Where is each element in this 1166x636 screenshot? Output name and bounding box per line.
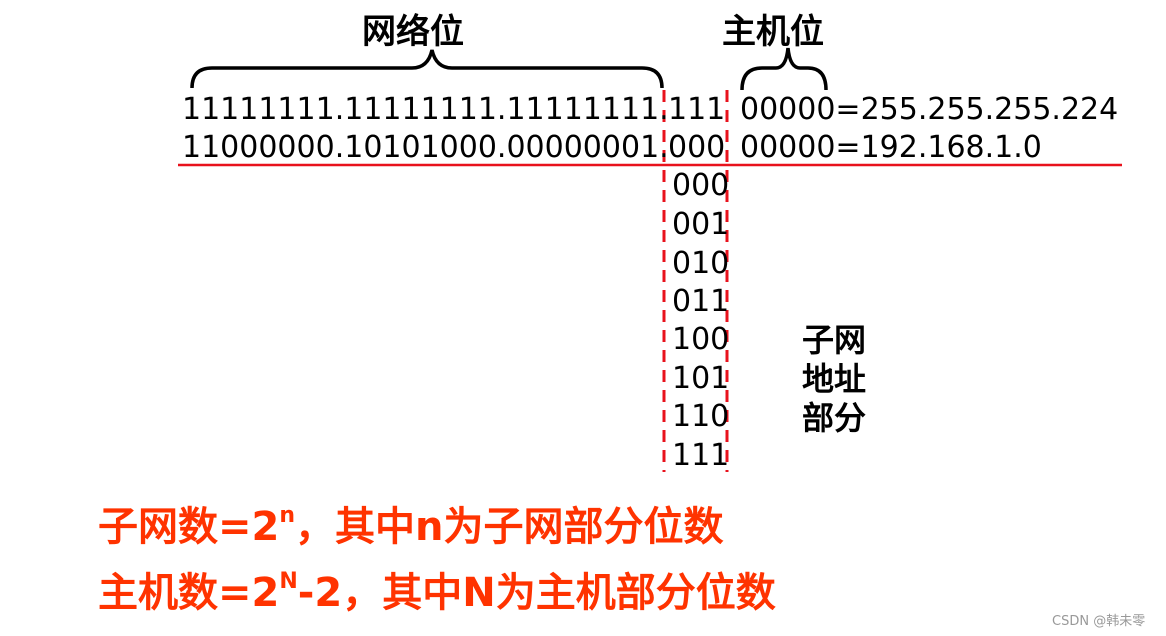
formula-text: ，其中n为子网部分位数 — [295, 504, 724, 550]
mask-network-bits: 11111111.11111111.11111111. — [182, 92, 669, 127]
formula-base: 主机数=2 — [98, 570, 280, 616]
network-bits-label: 网络位 — [362, 12, 464, 52]
subnet-count-formula: 子网数=2n，其中n为子网部分位数 — [98, 494, 724, 552]
subnet-value: 110 — [672, 399, 730, 434]
formula-base: 子网数=2 — [98, 504, 280, 550]
host-bits-label: 主机位 — [722, 12, 824, 52]
subnet-value: 011 — [672, 284, 730, 319]
host-brace — [740, 47, 828, 91]
subnet-value: 100 — [672, 322, 730, 357]
ip-host-bits: 00000=192.168.1.0 — [740, 130, 1042, 165]
subnet-value: 010 — [672, 246, 730, 281]
formula-exponent: n — [279, 503, 296, 528]
formula-exponent: N — [279, 569, 298, 594]
subnet-value: 000 — [672, 168, 730, 203]
formula-text: -2，其中N为主机部分位数 — [297, 570, 776, 616]
subnet-value: 111 — [672, 438, 730, 473]
ip-subnet-bits: 000 — [668, 130, 726, 165]
ip-network-bits: 11000000.10101000.00000001. — [182, 130, 669, 165]
subnet-label-line: 地址 — [802, 360, 867, 398]
mask-host-bits: 00000=255.255.255.224 — [740, 92, 1119, 127]
subnet-label-line: 部分 — [802, 399, 867, 437]
host-count-formula: 主机数=2N-2，其中N为主机部分位数 — [98, 560, 776, 618]
subnet-value: 001 — [672, 207, 730, 242]
mask-subnet-bits: 111 — [668, 92, 726, 127]
subnet-label-line: 子网 — [802, 321, 867, 359]
network-brace — [190, 49, 664, 89]
subnet-value: 101 — [672, 361, 730, 396]
watermark: CSDN @韩未零 — [1052, 614, 1146, 629]
